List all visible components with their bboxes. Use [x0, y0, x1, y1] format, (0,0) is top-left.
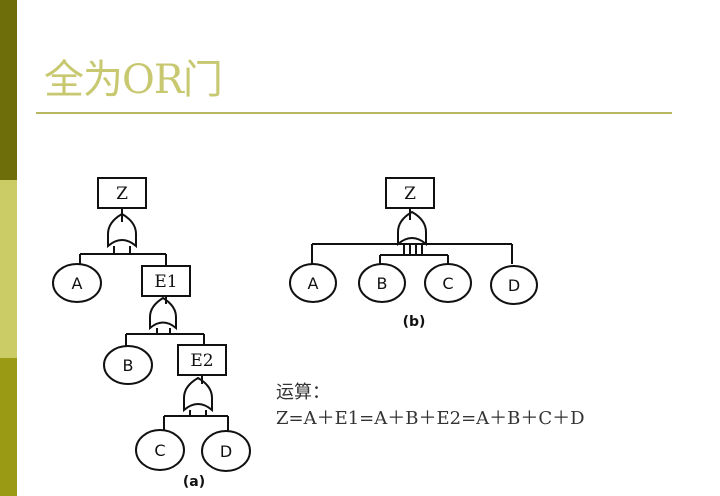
- b-basic-event-a: [289, 263, 337, 303]
- a-basic-event-d: [201, 430, 251, 472]
- b-basic-event-b: [358, 263, 406, 303]
- b-basic-event-c: [424, 263, 472, 303]
- a-basic-event-b: [103, 345, 153, 385]
- b-label-b: B: [377, 274, 388, 293]
- a-basic-event-c: [135, 429, 185, 471]
- calculation-formula: Z=A＋E1=A＋B＋E2=A＋B＋C＋D: [276, 408, 585, 429]
- b-top-event-label: Z: [404, 184, 416, 204]
- b-label-a: A: [308, 274, 319, 293]
- a-or-gate-3-icon: [183, 376, 213, 413]
- title-underline: [36, 112, 672, 114]
- a-label-c: C: [154, 441, 165, 460]
- a-top-event-label: Z: [116, 184, 128, 204]
- b-or-gate-icon: [397, 210, 427, 247]
- sidebar-stripe: [0, 0, 17, 496]
- sidebar-segment-top: [0, 0, 17, 180]
- a-basic-event-a: [52, 263, 102, 303]
- sidebar-segment-middle: [0, 180, 17, 358]
- slide-title: 全为OR门: [44, 57, 223, 103]
- a-caption: (a): [183, 474, 205, 490]
- a-label-b: B: [123, 356, 134, 375]
- b-caption: (b): [403, 314, 426, 330]
- a-or-gate-1-icon: [107, 212, 137, 249]
- calculation-label: 运算：: [276, 382, 330, 403]
- b-basic-event-d: [490, 265, 538, 305]
- a-e1-label: E1: [154, 272, 177, 292]
- a-label-a: A: [72, 274, 83, 293]
- sidebar-segment-bottom: [0, 358, 17, 496]
- b-label-c: C: [442, 274, 453, 293]
- b-label-d: D: [508, 276, 520, 295]
- a-or-gate-2-icon: [149, 296, 177, 331]
- a-label-d: D: [220, 442, 232, 461]
- a-e2-label: E2: [190, 351, 213, 371]
- calculation-block: 运算： Z=A＋E1=A＋B＋E2=A＋B＋C＋D: [276, 380, 585, 432]
